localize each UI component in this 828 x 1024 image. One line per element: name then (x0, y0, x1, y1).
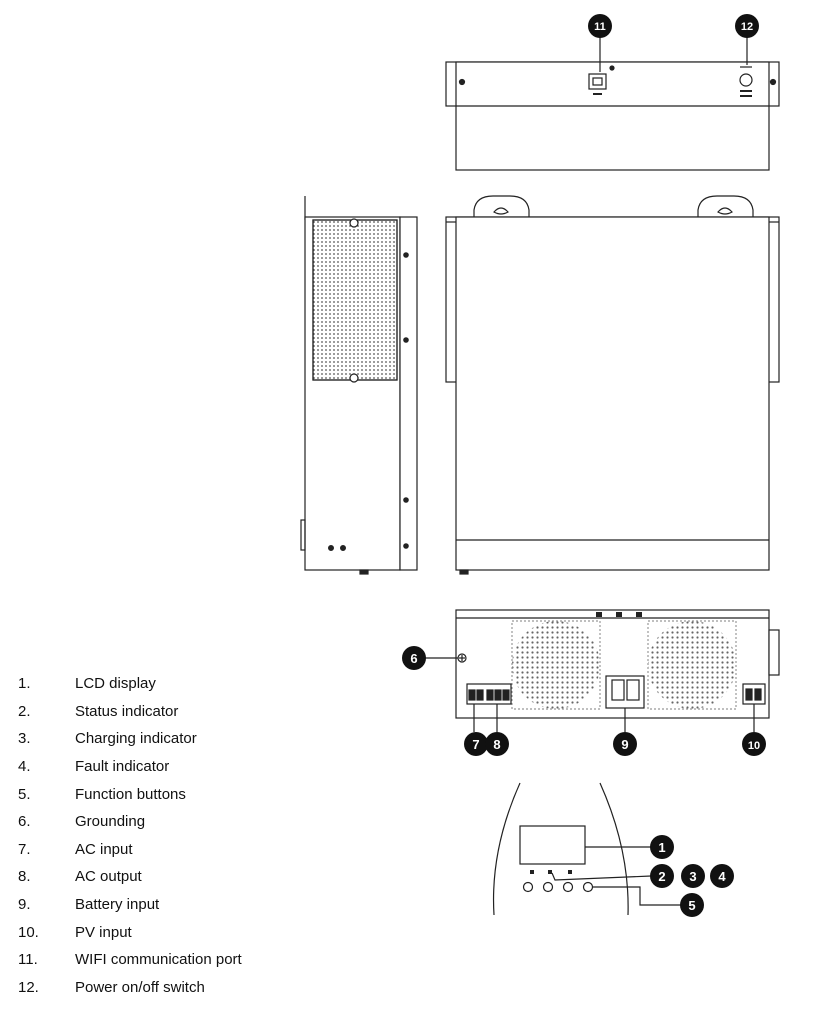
pv-terminal-block (742, 683, 766, 705)
fan-left (511, 620, 601, 710)
legend-label: Fault indicator (75, 758, 170, 776)
lcd-display (519, 825, 586, 865)
svg-text:1: 1 (658, 840, 665, 855)
indicator-leds (530, 870, 572, 874)
legend-item: 11. WIFI communication port (18, 946, 318, 974)
legend-label: AC input (75, 840, 133, 858)
bottom-view (425, 609, 780, 732)
svg-text:2: 2 (658, 869, 665, 884)
legend-item: 6. Grounding (18, 808, 318, 836)
legend-number: 10. (18, 923, 39, 941)
callout-9: 9 (613, 732, 637, 756)
svg-text:12: 12 (741, 21, 753, 33)
legend-item: 9. Battery input (18, 891, 318, 919)
fan-right (647, 620, 737, 710)
callout-10: 10 (742, 732, 766, 756)
legend-item: 1. LCD display (18, 670, 318, 698)
legend-item: 10. PV input (18, 918, 318, 946)
callout-11: 11 (588, 14, 612, 38)
svg-text:9: 9 (621, 737, 628, 752)
legend-label: Power on/off switch (75, 978, 205, 996)
callout-7: 7 (464, 732, 488, 756)
svg-text:3: 3 (689, 869, 696, 884)
legend-label: Charging indicator (75, 730, 197, 748)
callout-5: 5 (680, 893, 704, 917)
legend-number: 8. (18, 868, 31, 886)
legend-item: 2. Status indicator (18, 698, 318, 726)
legend-label: PV input (75, 923, 132, 941)
callout-2: 2 (650, 864, 674, 888)
legend-label: LCD display (75, 675, 156, 693)
side-view (300, 196, 418, 575)
control-panel-detail (492, 782, 681, 916)
legend-number: 11. (18, 951, 38, 969)
svg-text:5: 5 (688, 898, 695, 913)
legend-list: 1. LCD display 2. Status indicator 3. Charg… (18, 670, 318, 1001)
svg-text:4: 4 (718, 869, 726, 884)
callout-1: 1 (650, 835, 674, 859)
legend-number: 7. (18, 840, 31, 858)
callout-8: 8 (485, 732, 509, 756)
legend-label: Status indicator (75, 702, 179, 720)
legend-number: 5. (18, 785, 31, 803)
legend-item: 12. Power on/off switch (18, 974, 318, 1002)
svg-text:7: 7 (472, 737, 479, 752)
legend-number: 1. (18, 675, 31, 693)
legend-number: 9. (18, 896, 31, 914)
legend-label: Battery input (75, 896, 160, 914)
function-buttons (522, 881, 594, 893)
ac-terminal-block (466, 683, 512, 705)
legend-label: WIFI communication port (75, 951, 242, 969)
power-switch-icon (739, 66, 753, 97)
top-view (445, 37, 780, 171)
wifi-port-icon (588, 73, 607, 95)
callout-6: 6 (402, 646, 426, 670)
callout-12: 12 (735, 14, 759, 38)
svg-text:8: 8 (493, 737, 500, 752)
legend-number: 4. (18, 758, 31, 776)
callout-4: 4 (710, 864, 734, 888)
svg-text:11: 11 (594, 21, 606, 33)
legend-label: AC output (75, 868, 142, 886)
legend-item: 7. AC input (18, 836, 318, 864)
legend-item: 8. AC output (18, 863, 318, 891)
legend-item: 4. Fault indicator (18, 753, 318, 781)
legend-number: 3. (18, 730, 31, 748)
legend-label: Function buttons (75, 785, 186, 803)
battery-terminal-block (605, 675, 645, 709)
svg-text:10: 10 (748, 740, 760, 752)
legend-label: Grounding (75, 813, 146, 831)
legend-item: 3. Charging indicator (18, 725, 318, 753)
svg-text:6: 6 (410, 651, 417, 666)
legend-number: 12. (18, 978, 39, 996)
legend-number: 6. (18, 813, 31, 831)
legend-item: 5. Function buttons (18, 780, 318, 808)
front-view (445, 195, 780, 575)
legend-number: 2. (18, 702, 31, 720)
callout-3: 3 (681, 864, 705, 888)
